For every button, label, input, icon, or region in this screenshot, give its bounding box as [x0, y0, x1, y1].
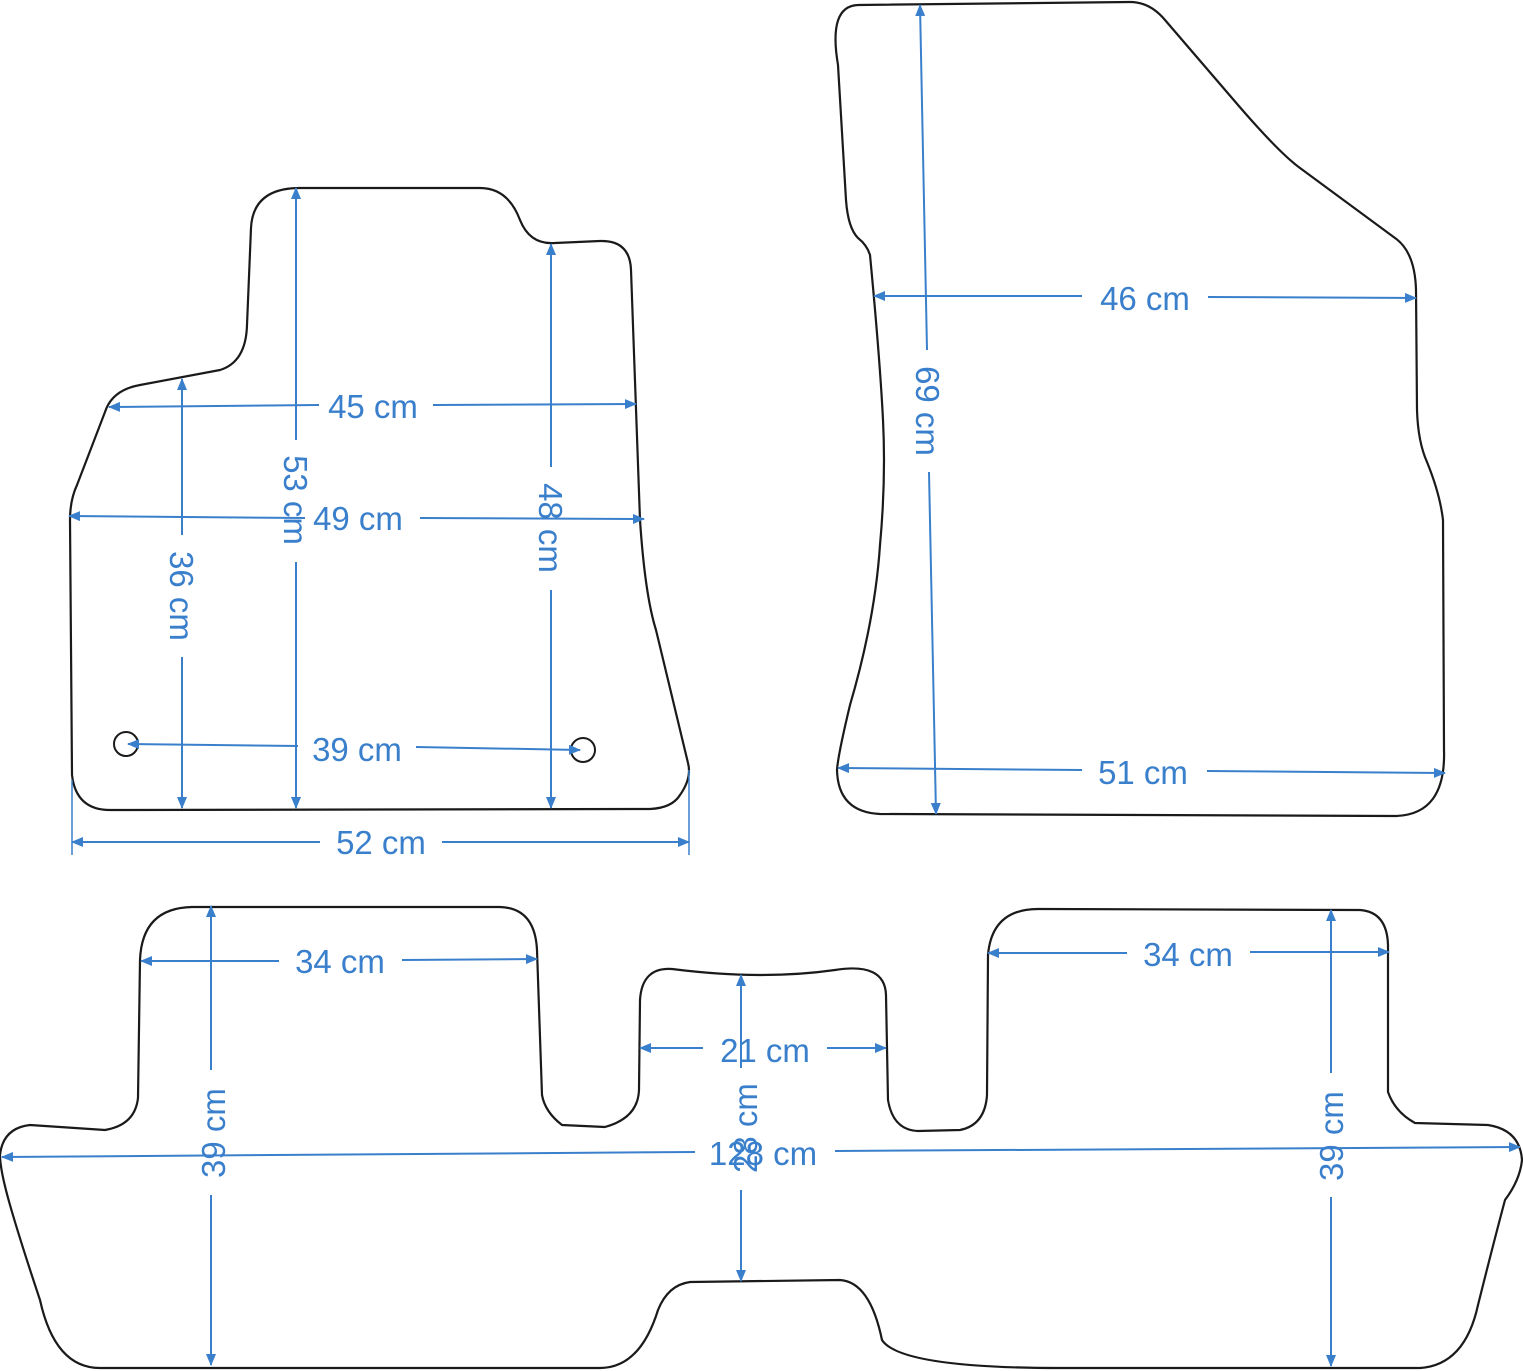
dimension-line	[401, 954, 538, 965]
dimension-label-51cm: 51 cm	[1098, 754, 1188, 791]
dimension-label-52cm: 52 cm	[336, 824, 426, 861]
dimension-line	[108, 401, 320, 412]
dimension-label-21cm: 21 cm	[720, 1032, 810, 1069]
dimension-line	[419, 513, 645, 524]
dimension-label-48cm: 48 cm	[532, 483, 569, 573]
front-right-mat: 46 cm 69 cm 51 cm	[834, 0, 1446, 818]
dimension-label-36cm: 36 cm	[163, 551, 200, 641]
dimension-line	[415, 744, 581, 755]
dimension-line	[1, 1151, 696, 1162]
dimension-line	[1207, 292, 1417, 303]
dimension-label-53cm: 53 cm	[277, 455, 314, 545]
dimension-line	[68, 511, 306, 522]
dimension-label-45cm: 45 cm	[328, 388, 418, 425]
dimension-label-39cm-left: 39 cm	[195, 1088, 232, 1178]
dimension-line	[915, 4, 928, 351]
dimension-line	[837, 763, 1083, 774]
dimension-line	[432, 399, 637, 410]
dimension-line	[1206, 767, 1446, 778]
dimension-label-39cm: 39 cm	[312, 731, 402, 768]
front-left-mat-outline	[68, 186, 691, 812]
dimension-label-39cm-right: 39 cm	[1313, 1091, 1350, 1181]
dimension-label-49cm: 49 cm	[313, 500, 403, 537]
dimension-label-34cm-left: 34 cm	[295, 943, 385, 980]
front-left-mat: 45 cm 49 cm 53 cm 48 cm 36 cm 39 cm 52 c…	[68, 186, 691, 861]
dimension-label-28cm: 28 cm	[727, 1083, 764, 1173]
dimension-label-34cm-right: 34 cm	[1143, 936, 1233, 973]
dimension-label-69cm: 69 cm	[909, 366, 946, 456]
dimension-line	[127, 739, 299, 750]
dimension-label-128cm: 128 cm	[709, 1135, 817, 1172]
rear-mat: 34 cm 34 cm 21 cm 28 cm 39 cm 39 cm 128 …	[0, 905, 1523, 1370]
rear-mat-outline	[0, 905, 1523, 1370]
dimension-line	[834, 1142, 1521, 1153]
dimension-line	[928, 471, 941, 815]
dimension-label-46cm: 46 cm	[1100, 280, 1190, 317]
